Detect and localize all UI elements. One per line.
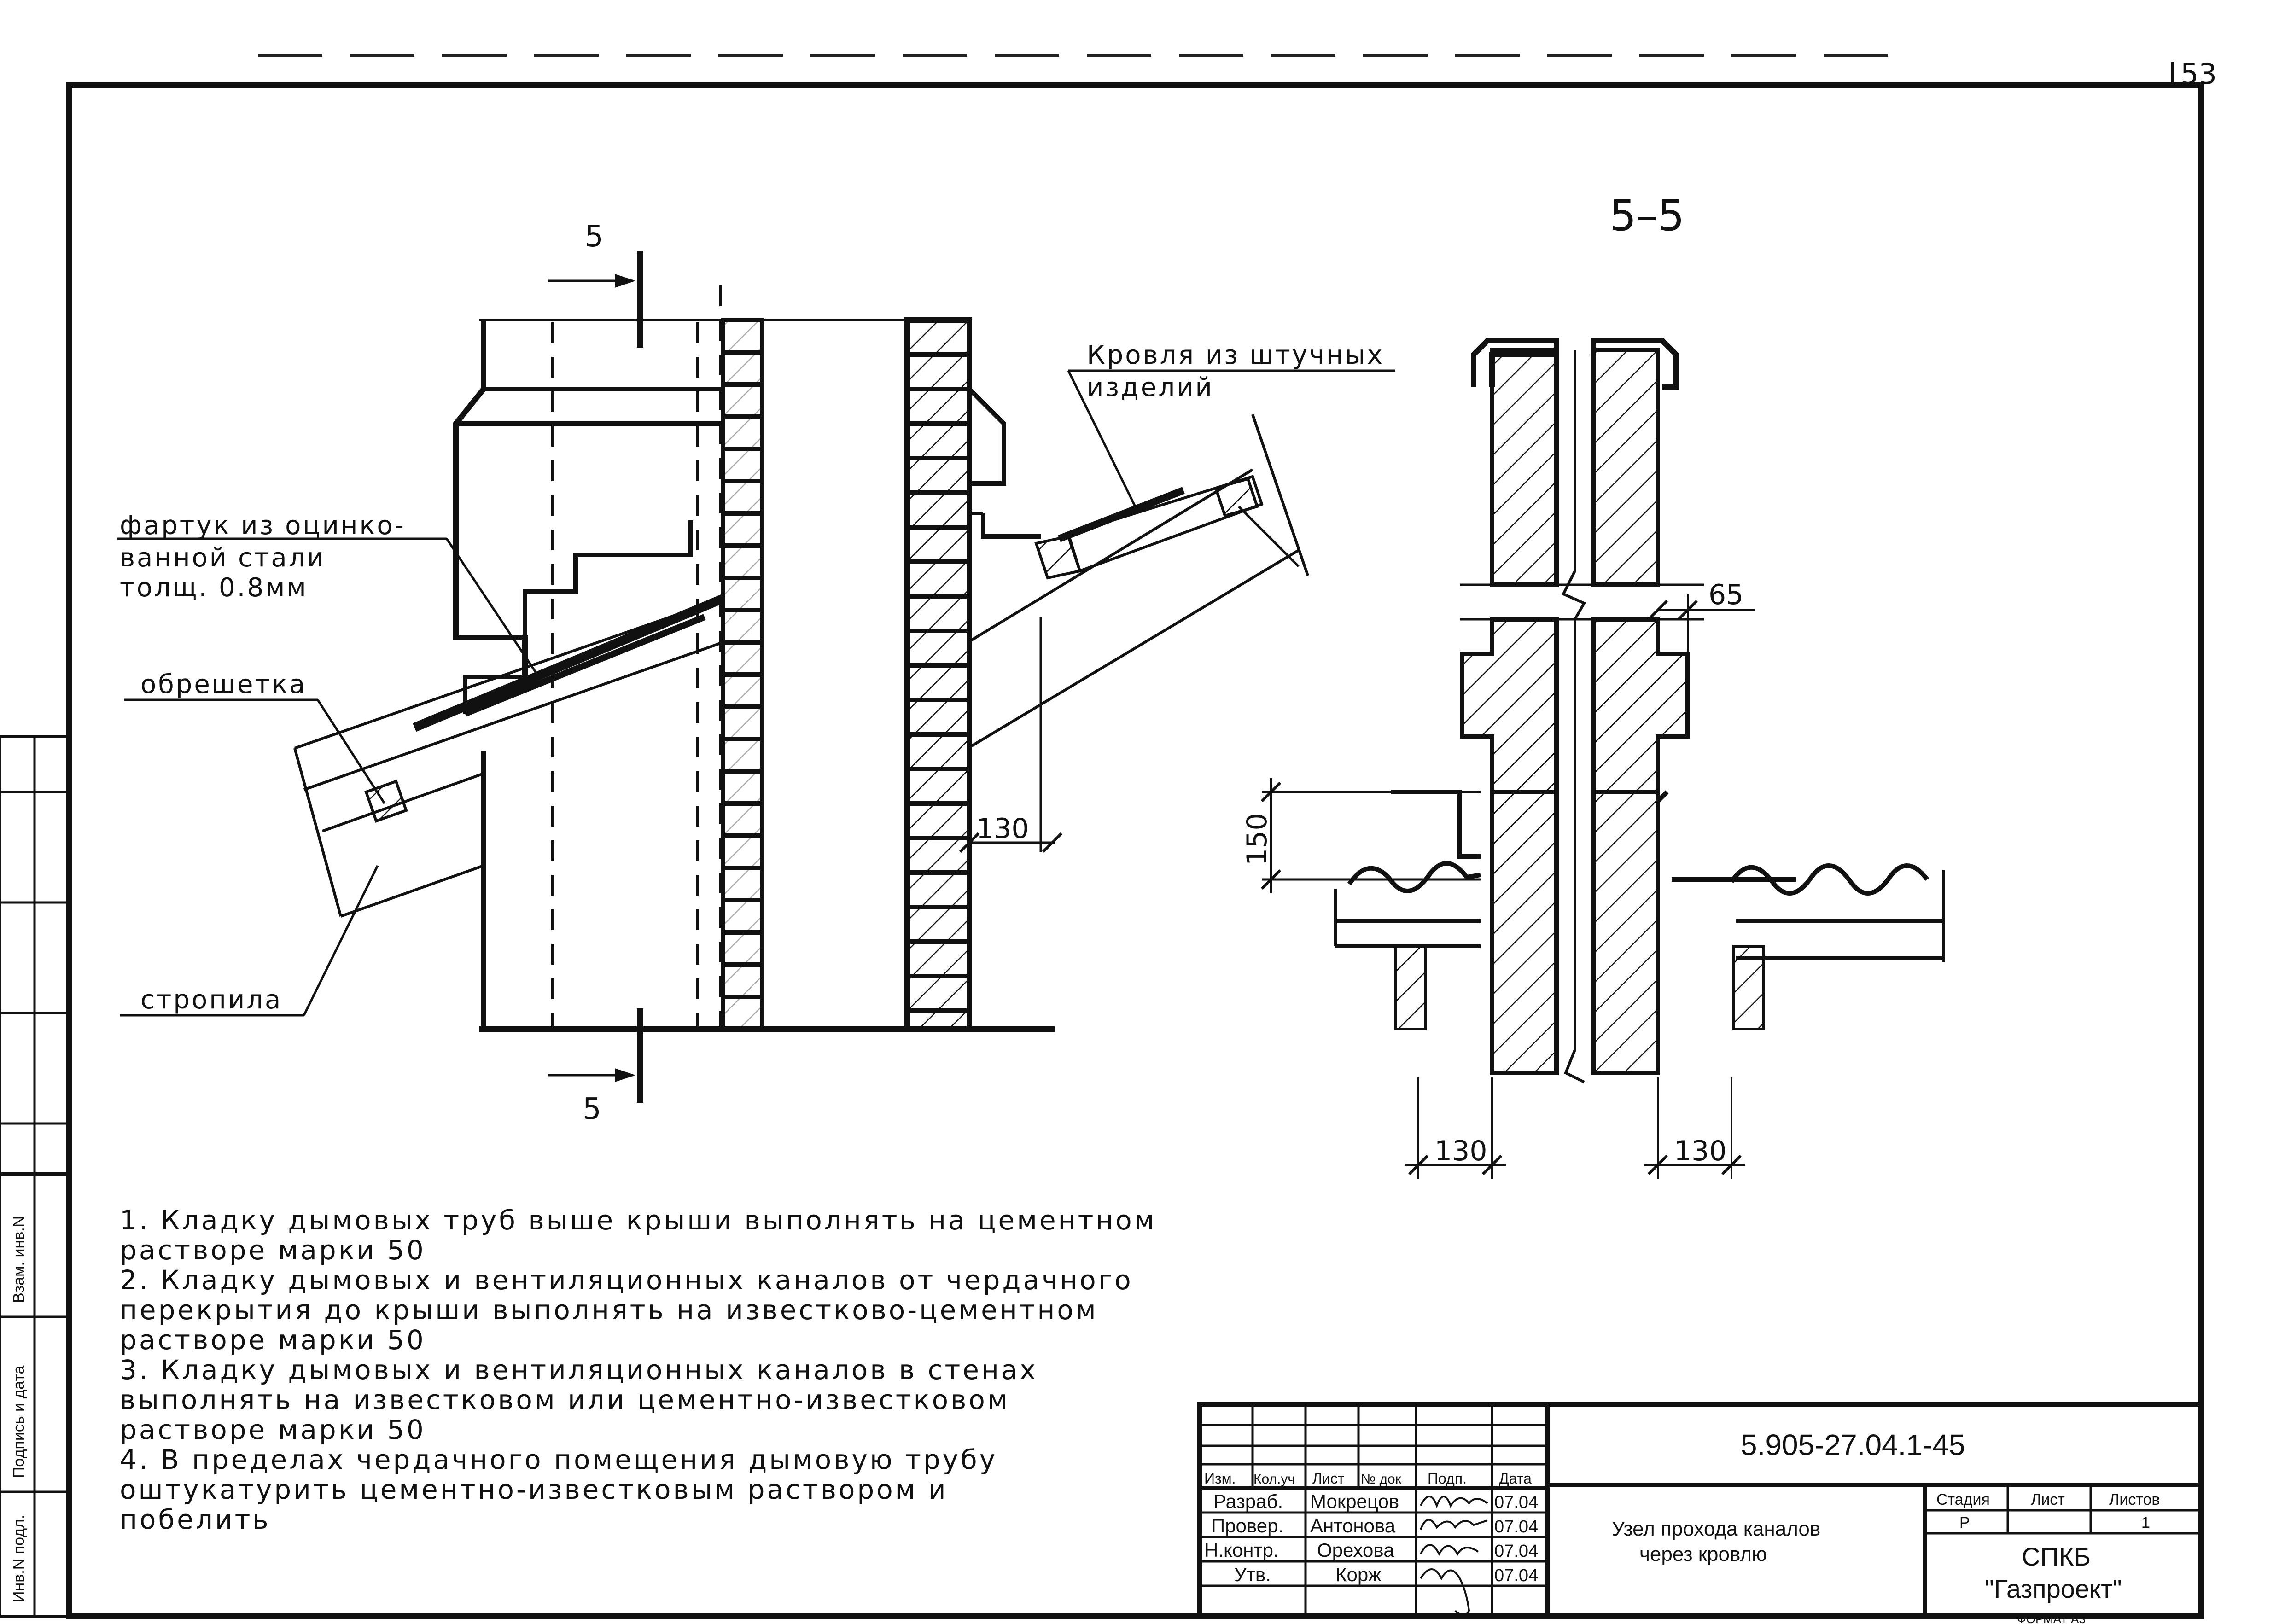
org-name-1: СПКБ (2022, 1542, 2091, 1571)
tb-header-list: Лист (1312, 1470, 1345, 1487)
tb-name: Мокрецов (1310, 1490, 1399, 1512)
sheet-header: Лист (2031, 1491, 2065, 1508)
sheets-header: Листов (2109, 1491, 2160, 1508)
stamp-inv-orig: Инв.N подл. (10, 1515, 28, 1602)
chimney-roof-elevation: 5 5 130 (293, 220, 1309, 1126)
label-roof-1: Кровля из штучных (1087, 340, 1384, 370)
tb-name: Корж (1335, 1564, 1381, 1585)
dim-130-left: 130 (976, 813, 1029, 845)
tb-date: 07.04 (1494, 1493, 1538, 1512)
tb-date: 07.04 (1494, 1517, 1538, 1537)
label-apron-3: толщ. 0.8мм (120, 573, 308, 603)
note-line: растворе марки 50 (120, 1324, 426, 1356)
note-line: побелить (120, 1504, 271, 1535)
tb-role: Провер. (1211, 1515, 1283, 1537)
drawing-title-1: Узел прохода каналов (1612, 1518, 1820, 1540)
label-rafters: стропила (140, 985, 282, 1015)
sheets-value: 1 (2141, 1514, 2150, 1531)
drawing-title-2: через кровлю (1639, 1543, 1767, 1566)
tb-header-ndoc: № док (1361, 1472, 1402, 1487)
label-lathing: обрешетка (140, 669, 307, 699)
format-label: ФОРМАТ А3 (2017, 1612, 2086, 1624)
tb-name: Орехова (1317, 1539, 1394, 1561)
notes: 1. Кладку дымовых труб выше крыши выполн… (120, 1205, 1157, 1535)
drawing-code: 5.905-27.04.1-45 (1741, 1428, 1965, 1461)
dim-65: 65 (1708, 579, 1743, 611)
tb-header-date: Дата (1499, 1470, 1532, 1487)
dim-130-a: 130 (1434, 1135, 1487, 1167)
left-labels: фартук из оцинко- ванной стали толщ. 0.8… (117, 340, 1395, 1017)
tb-date: 07.04 (1494, 1566, 1538, 1585)
note-line: растворе марки 50 (120, 1414, 426, 1445)
tb-role: Н.контр. (1204, 1539, 1279, 1561)
tb-header-kolvo: Кол.уч (1253, 1472, 1295, 1487)
tb-role: Разраб. (1213, 1490, 1283, 1512)
tb-date: 07.04 (1494, 1542, 1538, 1561)
side-stamp: Взам. инв.N Подпись и дата Инв.N подл. (0, 735, 70, 1618)
cut-mark-top: 5 (585, 220, 604, 254)
stamp-sign-date: Подпись и дата (10, 1365, 28, 1478)
note-line: 1. Кладку дымовых труб выше крыши выполн… (120, 1205, 1157, 1236)
tb-header-podp: Подп. (1428, 1470, 1467, 1487)
stage-header: Стадия (1936, 1491, 1990, 1508)
title-block: Изм. Кол.уч Лист № док Подп. Дата Разраб… (1197, 1402, 2204, 1618)
section-5-5: 5–5 65 (1241, 191, 1945, 1179)
tb-name: Антонова (1310, 1515, 1396, 1537)
cut-mark-bottom: 5 (583, 1092, 601, 1126)
dim-150: 150 (1241, 813, 1273, 866)
signature-marks (1420, 1496, 1488, 1616)
org-name-2: "Газпроект" (1985, 1574, 2122, 1603)
label-apron-2: ванной стали (120, 543, 326, 573)
stage-value: Р (1959, 1514, 1970, 1531)
note-line: выполнять на известковом или цементно-из… (120, 1384, 1010, 1415)
tb-header-izm: Изм. (1204, 1470, 1236, 1487)
note-line: перекрытия до крыши выполнять на известк… (120, 1294, 1098, 1326)
note-line: растворе марки 50 (120, 1234, 426, 1266)
section-title: 5–5 (1609, 191, 1685, 240)
note-line: 3. Кладку дымовых и вентиляционных канал… (120, 1354, 1038, 1385)
dim-130-b: 130 (1674, 1135, 1727, 1167)
label-apron-1: фартук из оцинко- (120, 511, 406, 541)
tb-role: Утв. (1234, 1564, 1271, 1585)
note-line: 2. Кладку дымовых и вентиляционных канал… (120, 1264, 1133, 1296)
label-roof-2: изделий (1087, 373, 1214, 402)
note-line: оштукатурить цементно-известковым раство… (120, 1474, 948, 1505)
note-line: 4. В пределах чердачного помещения дымов… (120, 1444, 997, 1475)
stamp-inv-dup: Взам. инв.N (10, 1216, 28, 1303)
